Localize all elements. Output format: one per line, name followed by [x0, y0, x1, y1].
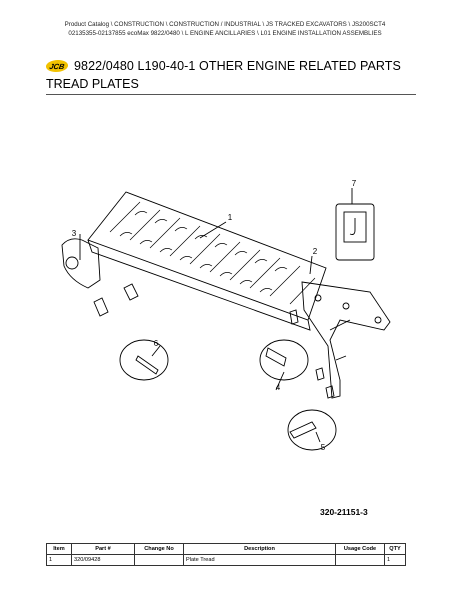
- col-part-number: Part #: [71, 543, 135, 555]
- col-qty: QTY: [384, 543, 406, 555]
- cell-qty: 1: [384, 554, 406, 566]
- callout-3: 3: [72, 229, 77, 238]
- breadcrumb-line-1[interactable]: Product Catalog \ CONSTRUCTION \ CONSTRU…: [64, 21, 386, 28]
- col-item: Item: [46, 543, 72, 555]
- cell-part-number[interactable]: 320/09428: [71, 554, 135, 566]
- callout-2: 2: [313, 247, 318, 256]
- callout-4: 4: [276, 383, 281, 392]
- page-title: 9822/0480 L190-40-1 OTHER ENGINE RELATED…: [74, 59, 401, 73]
- callout-1: 1: [228, 213, 233, 222]
- parts-table: Item Part # Change No Description Usage …: [46, 543, 406, 566]
- col-usage-code: Usage Code: [335, 543, 385, 555]
- cell-usage-code: [335, 554, 385, 566]
- cell-item: 1: [46, 554, 72, 566]
- breadcrumb-line-2[interactable]: 02135355-02137855 ecoMax 9822/0480 \ L E…: [68, 30, 382, 37]
- cell-change-no: [134, 554, 184, 566]
- breadcrumb: Product Catalog \ CONSTRUCTION \ CONSTRU…: [0, 20, 450, 38]
- page-header: JCB 9822/0480 L190-40-1 OTHER ENGINE REL…: [44, 57, 416, 95]
- cell-description: Plate Tread: [183, 554, 336, 566]
- parts-diagram: 1 2 3 4 5 6 7: [61, 179, 391, 452]
- col-change-no: Change No: [134, 543, 184, 555]
- page-subtitle: TREAD PLATES: [46, 77, 139, 91]
- col-description: Description: [183, 543, 336, 555]
- jcb-logo: JCB: [44, 60, 70, 72]
- callout-7: 7: [352, 179, 357, 188]
- callout-5: 5: [321, 443, 326, 452]
- callout-6: 6: [154, 339, 159, 348]
- figure-reference: 320-21151-3: [320, 507, 368, 517]
- table-row: 1 320/09428 Plate Tread 1: [46, 554, 406, 566]
